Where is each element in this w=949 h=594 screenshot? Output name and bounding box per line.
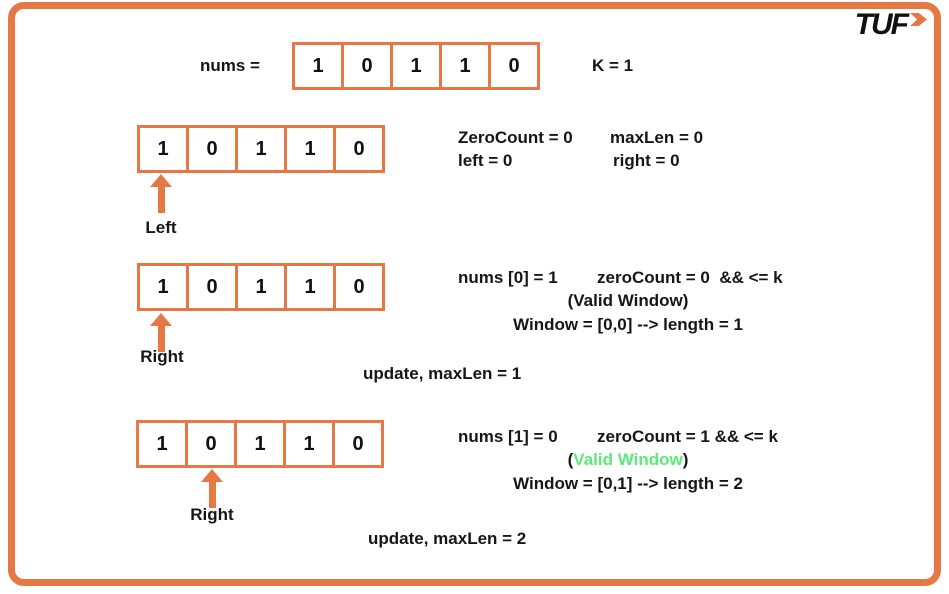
array-cell: 0	[333, 125, 385, 173]
step2-cond-left: nums [0] = 1	[458, 268, 558, 287]
stat-maxlen: maxLen = 0	[610, 128, 704, 147]
right-pointer-arrow-icon	[150, 313, 172, 352]
valid-window-paren-open: (	[567, 450, 574, 469]
array-cell: 1	[235, 263, 287, 311]
step3-cond-right: zeroCount = 1 && <= k	[597, 427, 778, 446]
step2-cond-right: zeroCount = 0 && <= k	[597, 268, 783, 287]
nums-array: 1 0 1 1 0	[292, 42, 540, 90]
array-cell: 0	[332, 420, 384, 468]
array-cell: 1	[136, 420, 188, 468]
array-cell: 1	[235, 125, 287, 173]
array-cell: 1	[439, 42, 491, 90]
right-pointer-arrow-icon	[201, 469, 223, 508]
step3-array: 1 0 1 1 0	[136, 420, 384, 468]
nums-label: nums =	[200, 56, 260, 75]
step2-window-length: Window = [0,0] --> length = 1	[513, 315, 743, 334]
logo-arrow-icon	[910, 13, 927, 26]
left-pointer-label: Left	[145, 218, 177, 237]
step2-valid-window: (Valid Window)	[567, 291, 689, 310]
array-cell: 1	[292, 42, 344, 90]
step1-array: 1 0 1 1 0	[137, 125, 385, 173]
array-cell: 1	[284, 263, 336, 311]
array-cell: 1	[390, 42, 442, 90]
step2-array: 1 0 1 1 0	[137, 263, 385, 311]
step3-window-length: Window = [0,1] --> length = 2	[513, 474, 743, 493]
stat-left: left = 0	[458, 151, 513, 170]
tuf-logo: TUF	[855, 10, 927, 40]
left-pointer-arrow-icon	[150, 174, 172, 213]
array-cell: 0	[185, 420, 237, 468]
tuf-logo-text: TUF	[854, 8, 909, 41]
array-cell: 1	[137, 263, 189, 311]
valid-window-paren-close: )	[682, 450, 689, 469]
right-pointer-label: Right	[140, 347, 184, 366]
k-label: K = 1	[592, 56, 634, 75]
valid-window-text: Valid Window	[573, 450, 683, 469]
step3-valid-window: (Valid Window)	[458, 450, 798, 470]
array-cell: 0	[333, 263, 385, 311]
stat-right: right = 0	[613, 151, 680, 170]
array-cell: 1	[137, 125, 189, 173]
array-cell: 1	[283, 420, 335, 468]
step2-update-maxlen: update, maxLen = 1	[363, 364, 522, 383]
stat-zerocount: ZeroCount = 0	[458, 128, 573, 147]
array-cell: 0	[186, 263, 238, 311]
step3-update-maxlen: update, maxLen = 2	[368, 529, 527, 548]
array-cell: 0	[186, 125, 238, 173]
right-pointer-label: Right	[190, 505, 234, 524]
array-cell: 0	[341, 42, 393, 90]
array-cell: 1	[234, 420, 286, 468]
step3-cond-left: nums [1] = 0	[458, 427, 558, 446]
array-cell: 1	[284, 125, 336, 173]
array-cell: 0	[488, 42, 540, 90]
